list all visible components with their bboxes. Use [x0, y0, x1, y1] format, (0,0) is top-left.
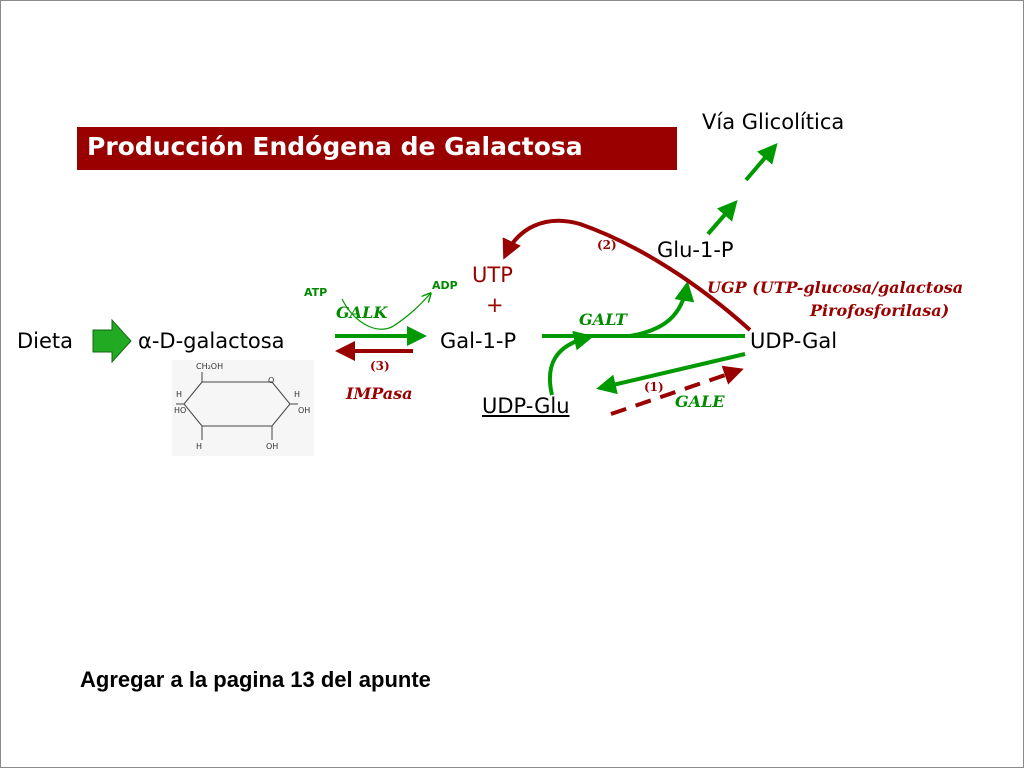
enzyme-galt: GALT	[579, 310, 627, 329]
mol-h: H	[294, 390, 301, 399]
reaction-number-1: (1)	[644, 380, 664, 394]
footer-note: Agregar a la pagina 13 del apunte	[80, 667, 431, 692]
alpha-symbol: α	[138, 329, 152, 353]
gale-arrow	[596, 352, 746, 395]
dieta-block-arrow	[92, 318, 132, 364]
enzyme-impasa: IMPasa	[346, 384, 413, 403]
mol-ho: HO	[174, 406, 187, 415]
mol-oh: OH	[298, 406, 311, 415]
reaction-number-3: (3)	[370, 359, 390, 373]
node-udpglu: UDP-Glu	[482, 394, 570, 418]
node-gal1p: Gal-1-P	[440, 329, 517, 353]
cofactor-adp: ADP	[432, 279, 458, 292]
node-via-glicolitica: Vía Glicolítica	[702, 110, 845, 134]
mol-oh: OH	[266, 442, 279, 451]
node-udpgal: UDP-Gal	[750, 329, 838, 353]
atp-adp-curve	[341, 294, 430, 330]
reaction-number-2: (2)	[597, 238, 617, 252]
galactosa-label: -D-galactosa	[151, 329, 285, 353]
glycolysis-arrow-seg1	[706, 199, 738, 236]
enzyme-galk: GALK	[336, 303, 388, 322]
node-dieta: Dieta	[17, 329, 74, 353]
enzyme-ugp-line2: Pirofosforilasa)	[810, 301, 950, 320]
node-galactosa: α-D-galactosa	[138, 329, 285, 353]
enzyme-gale: GALE	[675, 392, 725, 411]
glycolysis-arrow-seg2	[744, 142, 778, 182]
galactose-structure: CH₂OH O H HO H OH H OH	[172, 360, 314, 456]
galt-to-glu1p	[629, 281, 695, 338]
cofactor-atp: ATP	[304, 286, 328, 299]
title-banner: Producción Endógena de Galactosa	[77, 127, 677, 170]
node-plus: +	[486, 293, 504, 317]
page-title: Producción Endógena de Galactosa	[87, 132, 583, 161]
enzyme-ugp-line1: UGP (UTP-glucosa/galactosa	[707, 278, 964, 297]
mol-h: H	[196, 442, 203, 451]
node-utp: UTP	[472, 263, 513, 287]
mol-o: O	[268, 376, 275, 385]
mol-ch2oh: CH₂OH	[196, 362, 224, 371]
udpglu-into-galt	[547, 330, 594, 396]
mol-h: H	[176, 390, 183, 399]
node-glu1p: Glu-1-P	[657, 238, 734, 262]
ugp-arrow	[502, 218, 752, 332]
gale-reverse-dashed	[610, 365, 744, 416]
